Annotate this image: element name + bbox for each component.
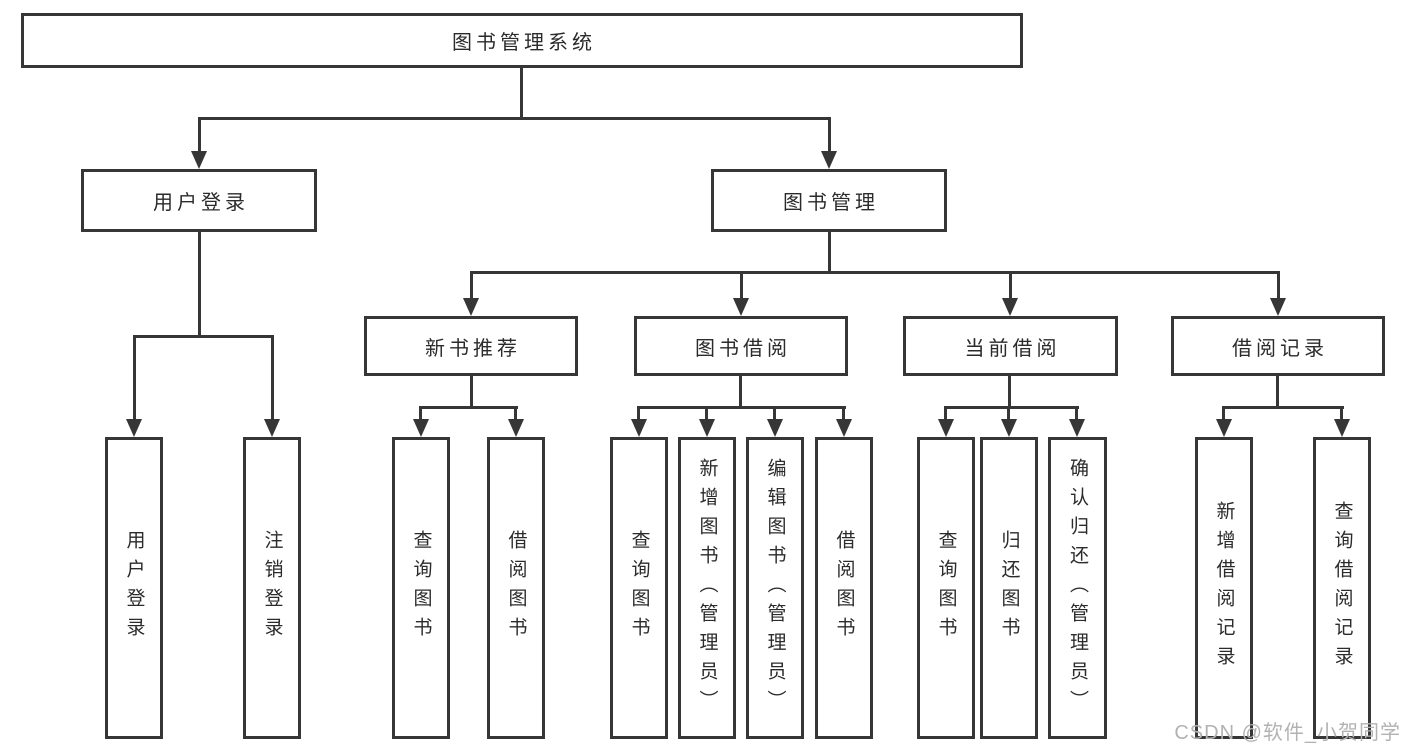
connector-root-vline: [520, 68, 523, 118]
arrowhead-current-borrowing: [1002, 298, 1018, 316]
arrowhead-new-book-recommend: [463, 298, 479, 316]
connector-recommend-stub-2: [514, 406, 517, 420]
arrowhead-leaf-user-login: [126, 419, 142, 437]
leaf-borrow-books-recommend: 借阅图书: [487, 437, 545, 739]
connector-current-stub-1: [944, 406, 947, 420]
leaf-label: 查询图书: [628, 530, 650, 646]
arrowhead-borrow-books-recommend: [508, 419, 524, 437]
leaf-label: 查询图书: [935, 530, 957, 646]
leaf-label: 新增图书（管理员）: [696, 457, 718, 719]
leaf-label: 查询借阅记录: [1331, 501, 1353, 675]
connector-bookmgmt-stub-4: [1277, 271, 1280, 299]
arrowhead-edit-book-admin: [767, 419, 783, 437]
leaf-borrow-books-borrowing: 借阅图书: [815, 437, 873, 739]
node-label: 用户登录: [153, 192, 249, 214]
connector-records-vline: [1276, 376, 1279, 407]
leaf-label: 用户登录: [123, 530, 145, 646]
node-user-login: 用户登录: [81, 169, 317, 232]
arrowhead-borrow-records: [1270, 298, 1286, 316]
leaf-label: 归还图书: [998, 530, 1020, 646]
csdn-watermark: CSDN @软件_小贺同学: [1174, 722, 1401, 744]
connector-userlogin-hline: [133, 335, 274, 338]
node-label: 新书推荐: [425, 337, 521, 360]
node-borrow-records: 借阅记录: [1171, 316, 1385, 376]
leaf-label: 借阅图书: [505, 530, 527, 646]
leaf-label: 新增借阅记录: [1213, 501, 1235, 675]
leaf-user-login: 用户登录: [105, 437, 163, 739]
connector-current-hline: [944, 406, 1079, 409]
leaf-label: 借阅图书: [833, 530, 855, 646]
connector-records-hline: [1222, 406, 1344, 409]
node-label: 当前借阅: [964, 337, 1061, 360]
arrowhead-add-borrow-record: [1216, 419, 1232, 437]
leaf-edit-book-admin: 编辑图书（管理员）: [746, 437, 804, 739]
node-label: 图书借阅: [695, 337, 791, 360]
connector-userlogin-stub-1: [133, 335, 136, 420]
leaf-add-book-admin: 新增图书（管理员）: [678, 437, 736, 739]
arrowhead-query-books-recommend: [413, 419, 429, 437]
arrowhead-user-login: [191, 151, 207, 169]
arrowhead-borrow-books-borrowing: [836, 419, 852, 437]
leaf-query-borrow-record: 查询借阅记录: [1313, 437, 1371, 739]
leaf-label: 查询图书: [410, 530, 432, 646]
arrowhead-return-book: [1001, 419, 1017, 437]
connector-borrowing-stub-1: [637, 406, 640, 420]
connector-records-stub-1: [1222, 406, 1225, 420]
connector-recommend-stub-1: [419, 406, 422, 420]
arrowhead-query-books-current: [938, 419, 954, 437]
connector-borrowing-vline: [739, 376, 742, 407]
connector-current-stub-3: [1075, 406, 1078, 420]
connector-recommend-hline: [419, 406, 518, 409]
leaf-query-books-borrowing: 查询图书: [610, 437, 668, 739]
connector-records-stub-2: [1340, 406, 1343, 420]
leaf-label: 注销登录: [261, 530, 283, 646]
arrowhead-leaf-logout: [264, 419, 280, 437]
connector-current-vline: [1008, 376, 1011, 407]
leaf-query-books-current: 查询图书: [917, 437, 975, 739]
connector-bookmgmt-stub-2: [740, 271, 743, 299]
connector-root-hline: [198, 117, 831, 120]
connector-bookmgmt-stub-3: [1009, 271, 1012, 299]
arrowhead-query-books-borrowing: [631, 419, 647, 437]
connector-bookmgmt-hline: [470, 271, 1280, 274]
connector-current-stub-2: [1007, 406, 1010, 420]
node-label: 图书管理: [783, 192, 879, 214]
connector-borrowing-stub-3: [773, 406, 776, 420]
connector-bookmgmt-stub-1: [470, 271, 473, 299]
node-book-borrowing: 图书借阅: [634, 316, 848, 376]
connector-userlogin-vline: [198, 232, 201, 336]
arrowhead-confirm-return-admin: [1069, 419, 1085, 437]
leaf-confirm-return-admin: 确认归还（管理员）: [1048, 437, 1107, 739]
leaf-query-books-recommend: 查询图书: [392, 437, 450, 739]
connector-root-stub-left: [198, 117, 201, 153]
node-book-management: 图书管理: [711, 169, 947, 232]
node-label: 借阅记录: [1232, 337, 1328, 360]
leaf-add-borrow-record: 新增借阅记录: [1195, 437, 1253, 739]
connector-borrowing-stub-2: [705, 406, 708, 420]
node-label: 图书管理系统: [452, 32, 596, 54]
node-new-book-recommend: 新书推荐: [364, 316, 578, 376]
connector-bookmgmt-vline: [828, 232, 831, 274]
node-current-borrowing: 当前借阅: [903, 316, 1118, 376]
leaf-label: 确认归还（管理员）: [1067, 457, 1088, 719]
arrowhead-query-borrow-record: [1334, 419, 1350, 437]
leaf-return-book: 归还图书: [980, 437, 1038, 739]
connector-borrowing-stub-4: [842, 406, 845, 420]
arrowhead-add-book-admin: [699, 419, 715, 437]
leaf-label: 编辑图书（管理员）: [764, 457, 786, 719]
arrowhead-book-management: [821, 151, 837, 169]
leaf-logout: 注销登录: [243, 437, 301, 739]
connector-borrowing-hline: [637, 406, 846, 409]
connector-userlogin-stub-2: [271, 335, 274, 420]
node-root-library-system: 图书管理系统: [21, 13, 1023, 68]
connector-recommend-vline: [470, 376, 473, 407]
connector-root-stub-right: [828, 117, 831, 153]
arrowhead-book-borrowing: [733, 298, 749, 316]
